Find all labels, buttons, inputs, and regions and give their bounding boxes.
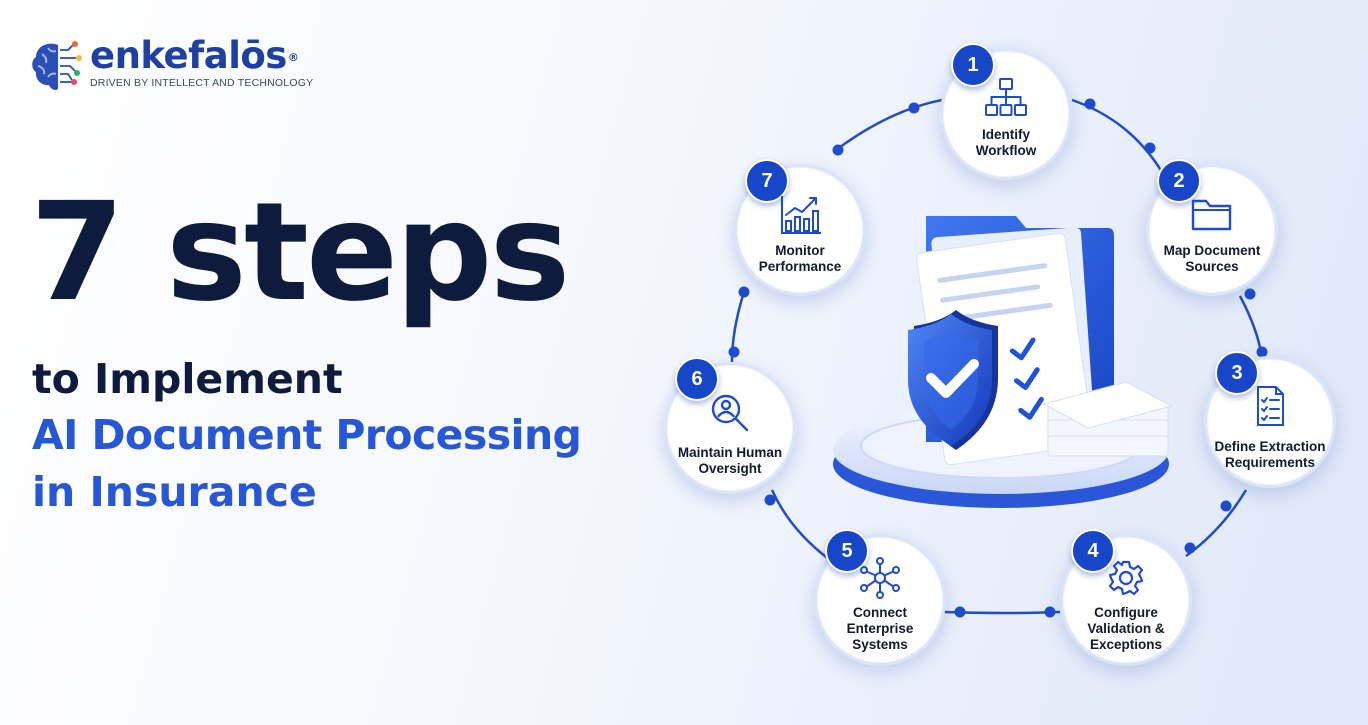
step-5-connect-enterprise-systems: 5 Connect Enterprise Systems: [814, 529, 946, 666]
brand-tagline: DRIVEN BY INTELLECT AND TECHNOLOGY: [90, 77, 314, 89]
ring-dot: [1256, 346, 1268, 358]
headline-line-3: in Insurance: [32, 468, 317, 516]
ring-dot: [1244, 288, 1256, 300]
step-label: Map Document Sources: [1163, 243, 1261, 274]
folder-icon: [1191, 199, 1232, 231]
step-4-configure-validation-exceptions: 4 Configure Validation & Exceptions: [1060, 529, 1192, 666]
checklist-document-icon: [1257, 386, 1284, 426]
step-label: Configure Validation & Exceptions: [1087, 605, 1165, 652]
brain-circuit-icon: [32, 41, 82, 90]
network-nodes-icon: [860, 557, 900, 599]
gear-icon: [1108, 560, 1144, 596]
step-number-badge: 1: [951, 43, 995, 87]
step-1-identify-workflow: 1 Identify Workflow: [940, 43, 1072, 180]
step-2-map-document-sources: 2 Map Document Sources: [1146, 159, 1278, 296]
step-6-maintain-human-oversight: 6 Maintain Human Oversight: [664, 357, 796, 494]
step-7-monitor-performance: 7 Monitor Performance: [734, 159, 866, 296]
document-shield-illustration: [833, 216, 1174, 508]
ring-dot: [764, 494, 776, 506]
headline-line-1: to Implement: [32, 355, 343, 403]
ring-dot: [738, 286, 750, 298]
headline-big: 7 steps: [30, 174, 570, 332]
ring-dot: [1184, 542, 1196, 554]
brand-logo: enkefalōs® DRIVEN BY INTELLECT AND TECHN…: [28, 36, 313, 96]
growth-chart-icon: [781, 196, 821, 234]
step-label: Identify Workflow: [975, 127, 1037, 158]
ring-connector-1: [1071, 98, 1164, 173]
step-number-badge: 3: [1215, 351, 1259, 395]
ring-connector-5: [770, 489, 831, 561]
step-label: Monitor Performance: [758, 243, 842, 274]
ring-dot: [954, 606, 966, 618]
step-label: Define Extraction Requirements: [1214, 439, 1326, 470]
brand-name: enkefalōs®: [90, 34, 299, 77]
step-number-badge: 7: [745, 159, 789, 203]
step-number-badge: 6: [675, 357, 719, 401]
ring-dot: [1220, 500, 1232, 512]
headline-line-2: AI Document Processing: [32, 411, 582, 459]
step-number-badge: 4: [1071, 529, 1115, 573]
ring-dot: [832, 144, 844, 156]
step-label: Maintain Human Oversight: [677, 445, 783, 476]
magnifier-person-icon: [711, 394, 749, 432]
step-number-badge: 2: [1157, 159, 1201, 203]
ring-dot: [1144, 142, 1156, 154]
step-3-define-extraction-requirements: 3 Define Extraction Requirements: [1204, 351, 1336, 488]
workflow-hierarchy-icon: [985, 78, 1027, 116]
step-number-badge: 5: [825, 529, 869, 573]
ring-dot: [1084, 98, 1096, 110]
ring-dot: [1044, 606, 1056, 618]
ring-dot: [728, 346, 740, 358]
step-label: Connect Enterprise Systems: [846, 605, 914, 652]
ring-connector-7: [835, 98, 943, 152]
ring-dot: [908, 102, 920, 114]
